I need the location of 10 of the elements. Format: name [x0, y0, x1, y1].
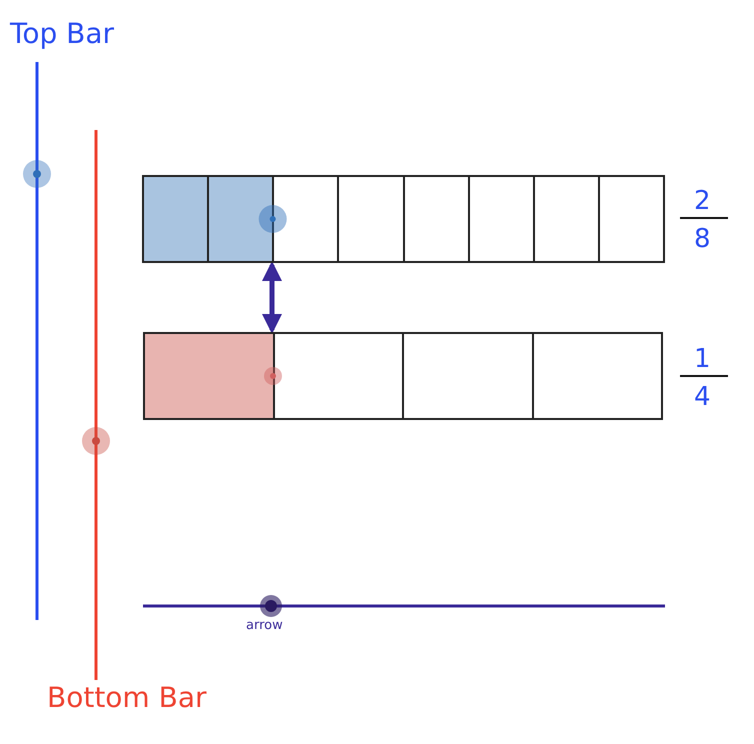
denominator: 8 [694, 226, 711, 252]
slider-label: Bottom Bar [47, 684, 206, 712]
numerator: 1 [694, 346, 711, 372]
double-arrow [262, 261, 282, 334]
slider-label: Top Bar [10, 20, 114, 48]
slider-label: arrow [246, 619, 283, 632]
fraction-bar [143, 332, 663, 420]
denominator: 4 [694, 384, 711, 410]
numerator: 2 [694, 188, 711, 214]
fraction-bar [142, 175, 665, 263]
